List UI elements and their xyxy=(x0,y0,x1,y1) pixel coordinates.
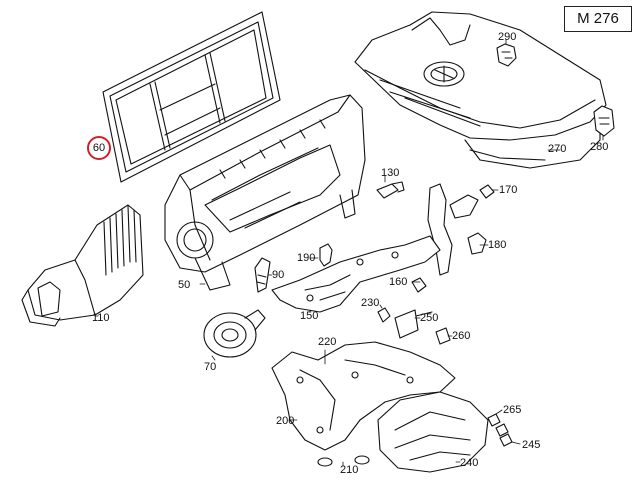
callout-170[interactable]: 170 xyxy=(499,184,518,196)
bolt-245 xyxy=(495,423,513,447)
air-intake-duct xyxy=(21,204,144,327)
bolt-130 xyxy=(376,181,405,199)
callout-70[interactable]: 70 xyxy=(204,361,217,373)
callout-190[interactable]: 190 xyxy=(297,252,316,264)
bolt-265 xyxy=(487,413,501,427)
air-filter-element xyxy=(102,11,281,183)
callout-50[interactable]: 50 xyxy=(178,279,191,291)
callout-160[interactable]: 160 xyxy=(389,276,408,288)
engine-cover xyxy=(354,11,607,169)
callout-230[interactable]: 230 xyxy=(361,297,380,309)
connector-group-230-260 xyxy=(377,307,451,345)
highlight-callout[interactable]: 60 xyxy=(87,136,111,160)
grommet-210 xyxy=(317,455,370,467)
lower-cover-240 xyxy=(377,391,489,473)
bolt-190 xyxy=(319,243,333,267)
callout-265[interactable]: 265 xyxy=(503,404,522,416)
callout-210[interactable]: 210 xyxy=(340,464,359,476)
clip-180 xyxy=(467,232,487,255)
callout-245[interactable]: 245 xyxy=(522,439,541,451)
sensor-90 xyxy=(254,257,271,293)
engine-code: M 276 xyxy=(577,10,619,27)
callout-180[interactable]: 180 xyxy=(488,239,507,251)
callout-130[interactable]: 130 xyxy=(381,167,400,179)
callout-200[interactable]: 200 xyxy=(276,415,295,427)
clip-280 xyxy=(593,105,615,137)
air-filter-housing xyxy=(164,94,366,291)
callout-280[interactable]: 280 xyxy=(590,141,609,153)
callout-90[interactable]: 90 xyxy=(272,269,285,281)
engine-code-box: M 276 xyxy=(564,6,632,32)
callout-150[interactable]: 150 xyxy=(300,310,319,322)
leader-lines xyxy=(94,39,604,467)
callout-110[interactable]: 110 xyxy=(92,312,110,324)
callout-290[interactable]: 290 xyxy=(498,31,517,43)
callout-240[interactable]: 240 xyxy=(460,457,479,469)
wiring-harness-150 xyxy=(271,235,441,313)
air-mass-sensor xyxy=(203,309,266,358)
callout-220[interactable]: 220 xyxy=(318,336,337,348)
highlight-callout-label: 60 xyxy=(92,142,106,154)
callout-260[interactable]: 260 xyxy=(452,330,471,342)
connector-160 xyxy=(411,277,427,293)
wiring-harness-200 xyxy=(271,341,456,451)
bracket-170 xyxy=(427,183,495,276)
callout-250[interactable]: 250 xyxy=(420,312,439,324)
callout-270[interactable]: 270 xyxy=(548,143,567,155)
clip-290 xyxy=(496,43,517,67)
